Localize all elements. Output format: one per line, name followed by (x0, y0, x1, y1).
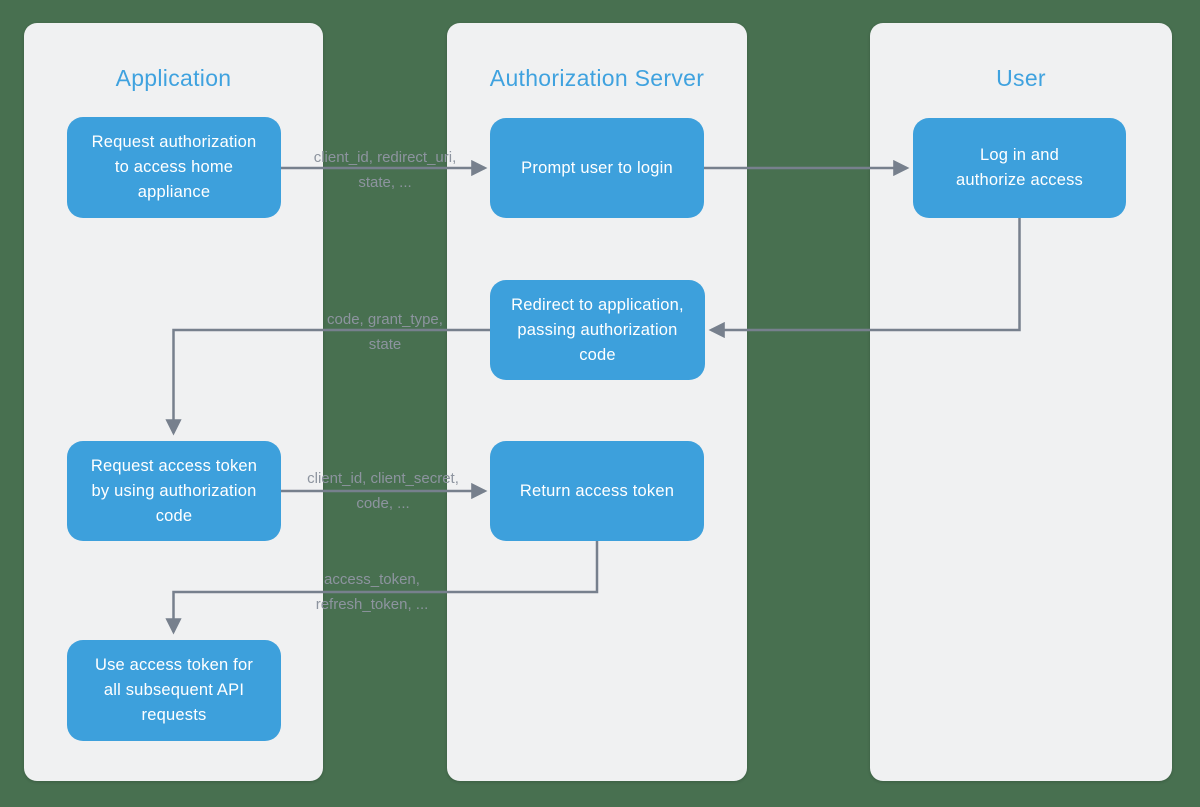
node-request-authorization: Request authorization to access home app… (67, 117, 281, 218)
edge-label-token-response-params: access_token, refresh_token, ... (315, 571, 429, 613)
arrow-return-token-to-use-token (165, 541, 599, 635)
arrow-redirect-to-request-token (165, 328, 490, 436)
edge-label-auth-request-params: client_id, redirect_uri, state, ... (313, 149, 457, 191)
edge-label-auth-code-params: code, grant_type, state (327, 311, 443, 353)
node-prompt-user-login: Prompt user to login (490, 118, 704, 218)
arrow-user-to-redirect-application (708, 218, 1021, 339)
node-redirect-to-application: Redirect to application, passing authori… (490, 280, 705, 380)
lane-title-user: User (996, 65, 1046, 91)
lane-title-application: Application (115, 65, 232, 91)
edge-label-token-request-params: client_id, client_secret, code, ... (307, 470, 459, 512)
lane-title-authorization-server: Authorization Server (489, 65, 705, 91)
node-login-authorize-access: Log in and authorize access (913, 118, 1126, 218)
node-use-access-token: Use access token for all subsequent API … (67, 640, 281, 741)
node-request-access-token: Request access token by using authorizat… (67, 441, 281, 541)
node-return-access-token: Return access token (490, 441, 704, 541)
